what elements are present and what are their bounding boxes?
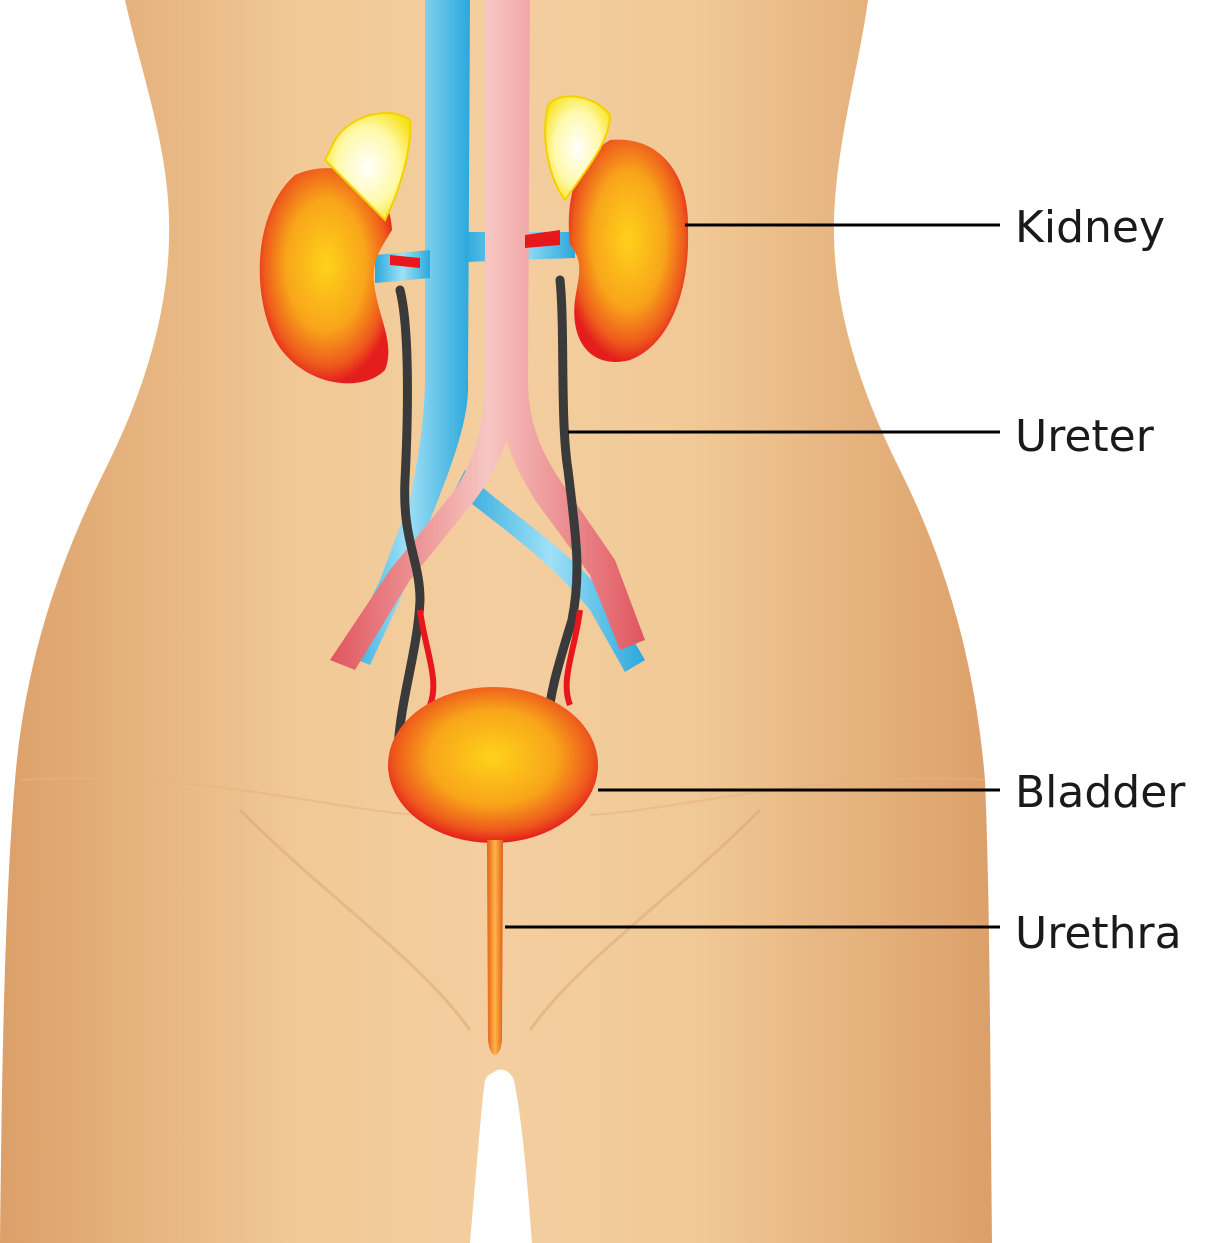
urethra (487, 840, 503, 1055)
bladder-label: Bladder (1015, 767, 1186, 818)
ureter-label: Ureter (1015, 411, 1155, 462)
urethra-label: Urethra (1015, 908, 1182, 959)
kidney-label: Kidney (1015, 202, 1165, 253)
